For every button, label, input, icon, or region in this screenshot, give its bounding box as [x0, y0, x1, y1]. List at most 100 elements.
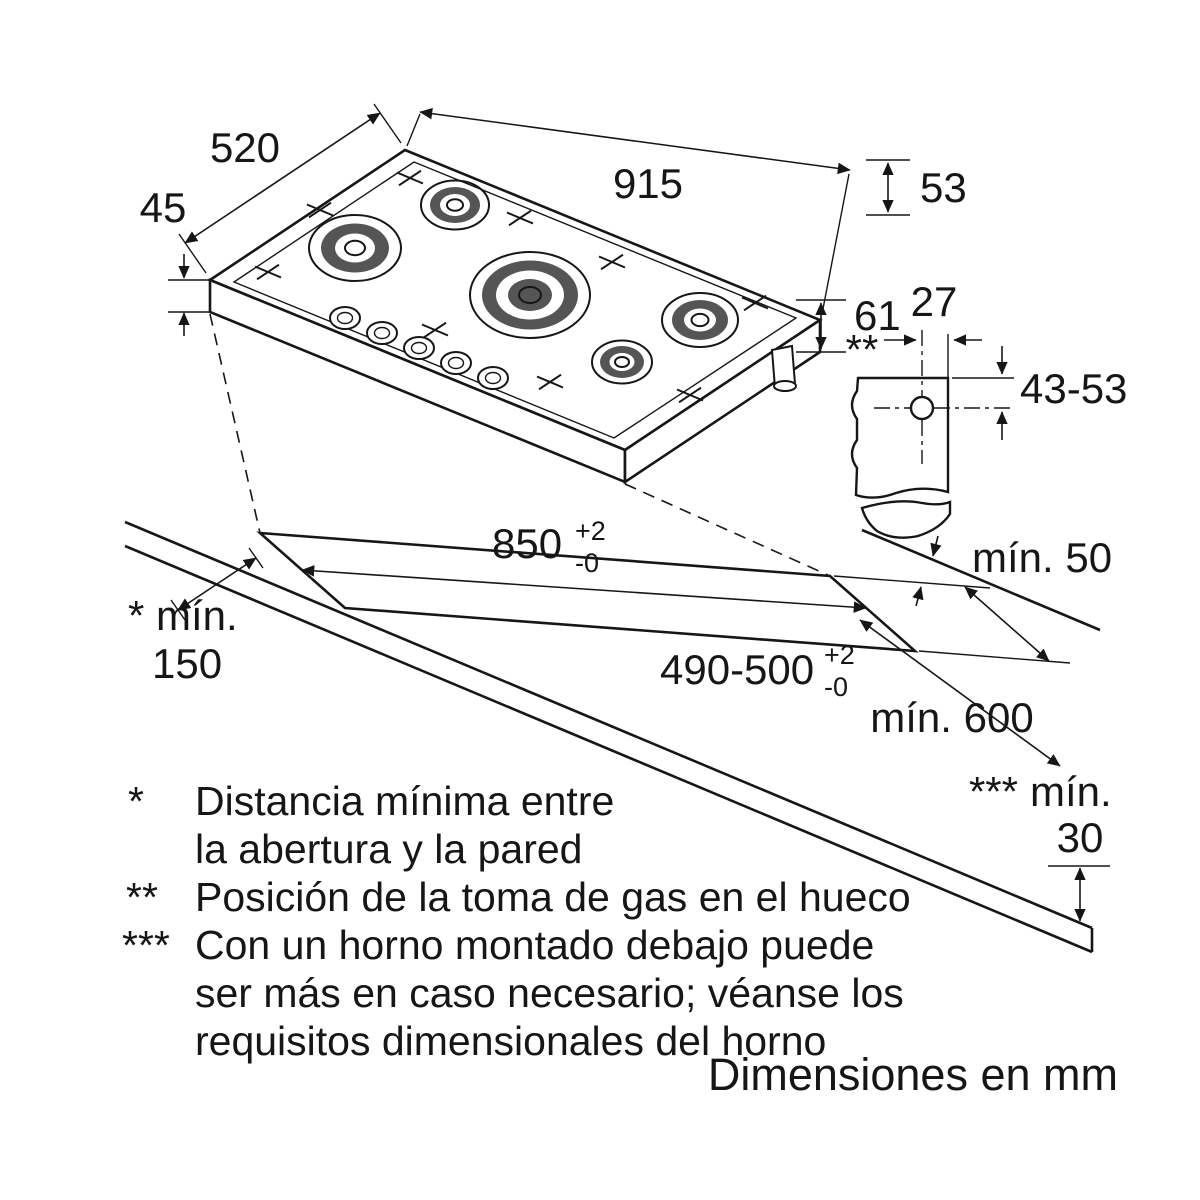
- side-marker: *: [128, 592, 144, 639]
- footnote-text: Posición de la toma de gas en el hueco: [195, 874, 911, 920]
- burner-center: [609, 353, 635, 371]
- dimension-label-490-500: 490-500: [660, 646, 814, 693]
- burner-center: [440, 194, 470, 216]
- pan-support-cross: [676, 386, 704, 404]
- burner-center: [335, 233, 375, 263]
- extension-line: [373, 103, 402, 144]
- burner-front-left: [308, 214, 402, 282]
- arrow: [930, 535, 942, 557]
- dimension-label-850: 850: [492, 520, 562, 567]
- footnote-text: requisitos dimensionales del horno: [195, 1018, 826, 1064]
- knob: [329, 306, 361, 330]
- side-label: mín.: [156, 592, 238, 639]
- pan-support-cross: [254, 263, 282, 281]
- arrow: [912, 586, 924, 607]
- footnote-gas-position: ** Posición de la toma de gas en el huec…: [126, 874, 911, 920]
- extension-line: [821, 173, 850, 315]
- knob-outer: [329, 306, 361, 330]
- dimension-min-below-30: *** mín. 30: [969, 768, 1112, 922]
- burner-back-left: [420, 179, 490, 231]
- burner-ring: [420, 179, 490, 231]
- knob-inner: [336, 311, 354, 325]
- tolerance-plus: +2: [824, 640, 855, 670]
- burner-back-right: [661, 292, 739, 348]
- knob: [440, 351, 472, 375]
- gas-inlet-pipe: [770, 344, 797, 392]
- bracket-upper-section: [850, 376, 950, 499]
- knob-outer: [403, 336, 435, 360]
- dimension-under-61: 61: [796, 292, 901, 353]
- dimension-edge-53: 53: [866, 159, 967, 216]
- tolerance-plus: +2: [575, 516, 606, 546]
- extension-line: [406, 113, 421, 147]
- dimension-min-side-150: * mín. 150: [128, 547, 264, 687]
- knob-outer: [366, 321, 398, 345]
- gas-pipe-end: [773, 380, 797, 392]
- footnote-text: Con un horno montado debajo puede: [195, 922, 874, 968]
- worktop-front-edge-bottom: [124, 544, 1093, 954]
- pan-support-cross: [741, 294, 769, 312]
- footnote-marker: *: [128, 778, 144, 824]
- dimension-label-915: 915: [613, 160, 683, 207]
- dimension-line: [859, 619, 1061, 767]
- burner-ring: [591, 339, 653, 385]
- knob-inner: [373, 326, 391, 340]
- dimension-hob-height: 45: [140, 184, 210, 336]
- gas-connection-detail: ** 27 43-53: [846, 278, 1127, 539]
- hob-assembly: [207, 148, 823, 485]
- dimension-line: [964, 586, 1050, 662]
- dimension-label-min-600: mín. 600: [870, 694, 1033, 741]
- footnotes: * Distancia mínima entre la abertura y l…: [122, 778, 911, 1064]
- knob-outer: [477, 366, 509, 390]
- dimension-line: [301, 565, 867, 613]
- units-caption: Dimensiones en mm: [708, 1049, 1118, 1100]
- projection-dashed-line-right: [624, 483, 831, 577]
- bracket-lower-section: [860, 500, 952, 539]
- burner-ring: [469, 251, 591, 339]
- knob: [366, 321, 398, 345]
- worktop-rear-edge: [861, 528, 1101, 632]
- dimension-label-27: 27: [911, 278, 958, 325]
- pan-support-cross: [396, 169, 424, 187]
- projection-dashed-line-left: [209, 313, 261, 534]
- dimension-line: [177, 557, 257, 611]
- burner-cap-inner: [508, 279, 552, 311]
- footnote-text: la abertura y la pared: [195, 826, 582, 872]
- dimension-label-520: 520: [210, 124, 280, 171]
- dimension-label-150: 150: [152, 640, 222, 687]
- knob: [477, 366, 509, 390]
- footnote-text: ser más en caso necesario; véanse los: [195, 970, 904, 1016]
- dimension-label-45: 45: [140, 184, 187, 231]
- footnote-marker: **: [126, 874, 158, 920]
- burner-center-wok: [469, 251, 591, 339]
- dimension-min-front-600: mín. 600: [859, 619, 1061, 767]
- gas-position-marker: **: [846, 326, 879, 373]
- footnote-wall-distance: * Distancia mínima entre la abertura y l…: [128, 778, 614, 872]
- dimension-hob-width: 915: [406, 107, 851, 315]
- footnote-marker: ***: [122, 922, 170, 968]
- burner-ring: [661, 292, 739, 348]
- dimension-min-rear-50: mín. 50: [912, 534, 1112, 607]
- footnote-text: Distancia mínima entre: [195, 778, 614, 824]
- dimension-label-min-50: mín. 50: [972, 534, 1112, 581]
- gas-connection-hole: [909, 395, 935, 421]
- pan-support-cross: [506, 209, 534, 227]
- tolerance-minus: -0: [824, 672, 848, 702]
- pan-support-cross: [536, 373, 564, 391]
- knob-inner: [447, 356, 465, 370]
- dimension-label-61: 61: [854, 292, 901, 339]
- worktop-front-edge-top: [124, 520, 1093, 930]
- knob-inner: [410, 341, 428, 355]
- tolerance-minus: -0: [575, 548, 599, 578]
- pan-support-cross: [421, 321, 449, 339]
- burner-hub: [690, 312, 710, 328]
- dimension-label-30: 30: [1057, 814, 1104, 861]
- footnote-oven-below: *** Con un horno montado debajo puede se…: [122, 922, 904, 1064]
- burner-hub: [614, 356, 630, 368]
- burner-front-right: [591, 339, 653, 385]
- extension-line: [833, 575, 991, 589]
- dimension-line: [419, 107, 851, 175]
- extension-line: [918, 650, 1071, 664]
- dimension-cutout-depth: 490-500 +2 -0: [660, 575, 1071, 702]
